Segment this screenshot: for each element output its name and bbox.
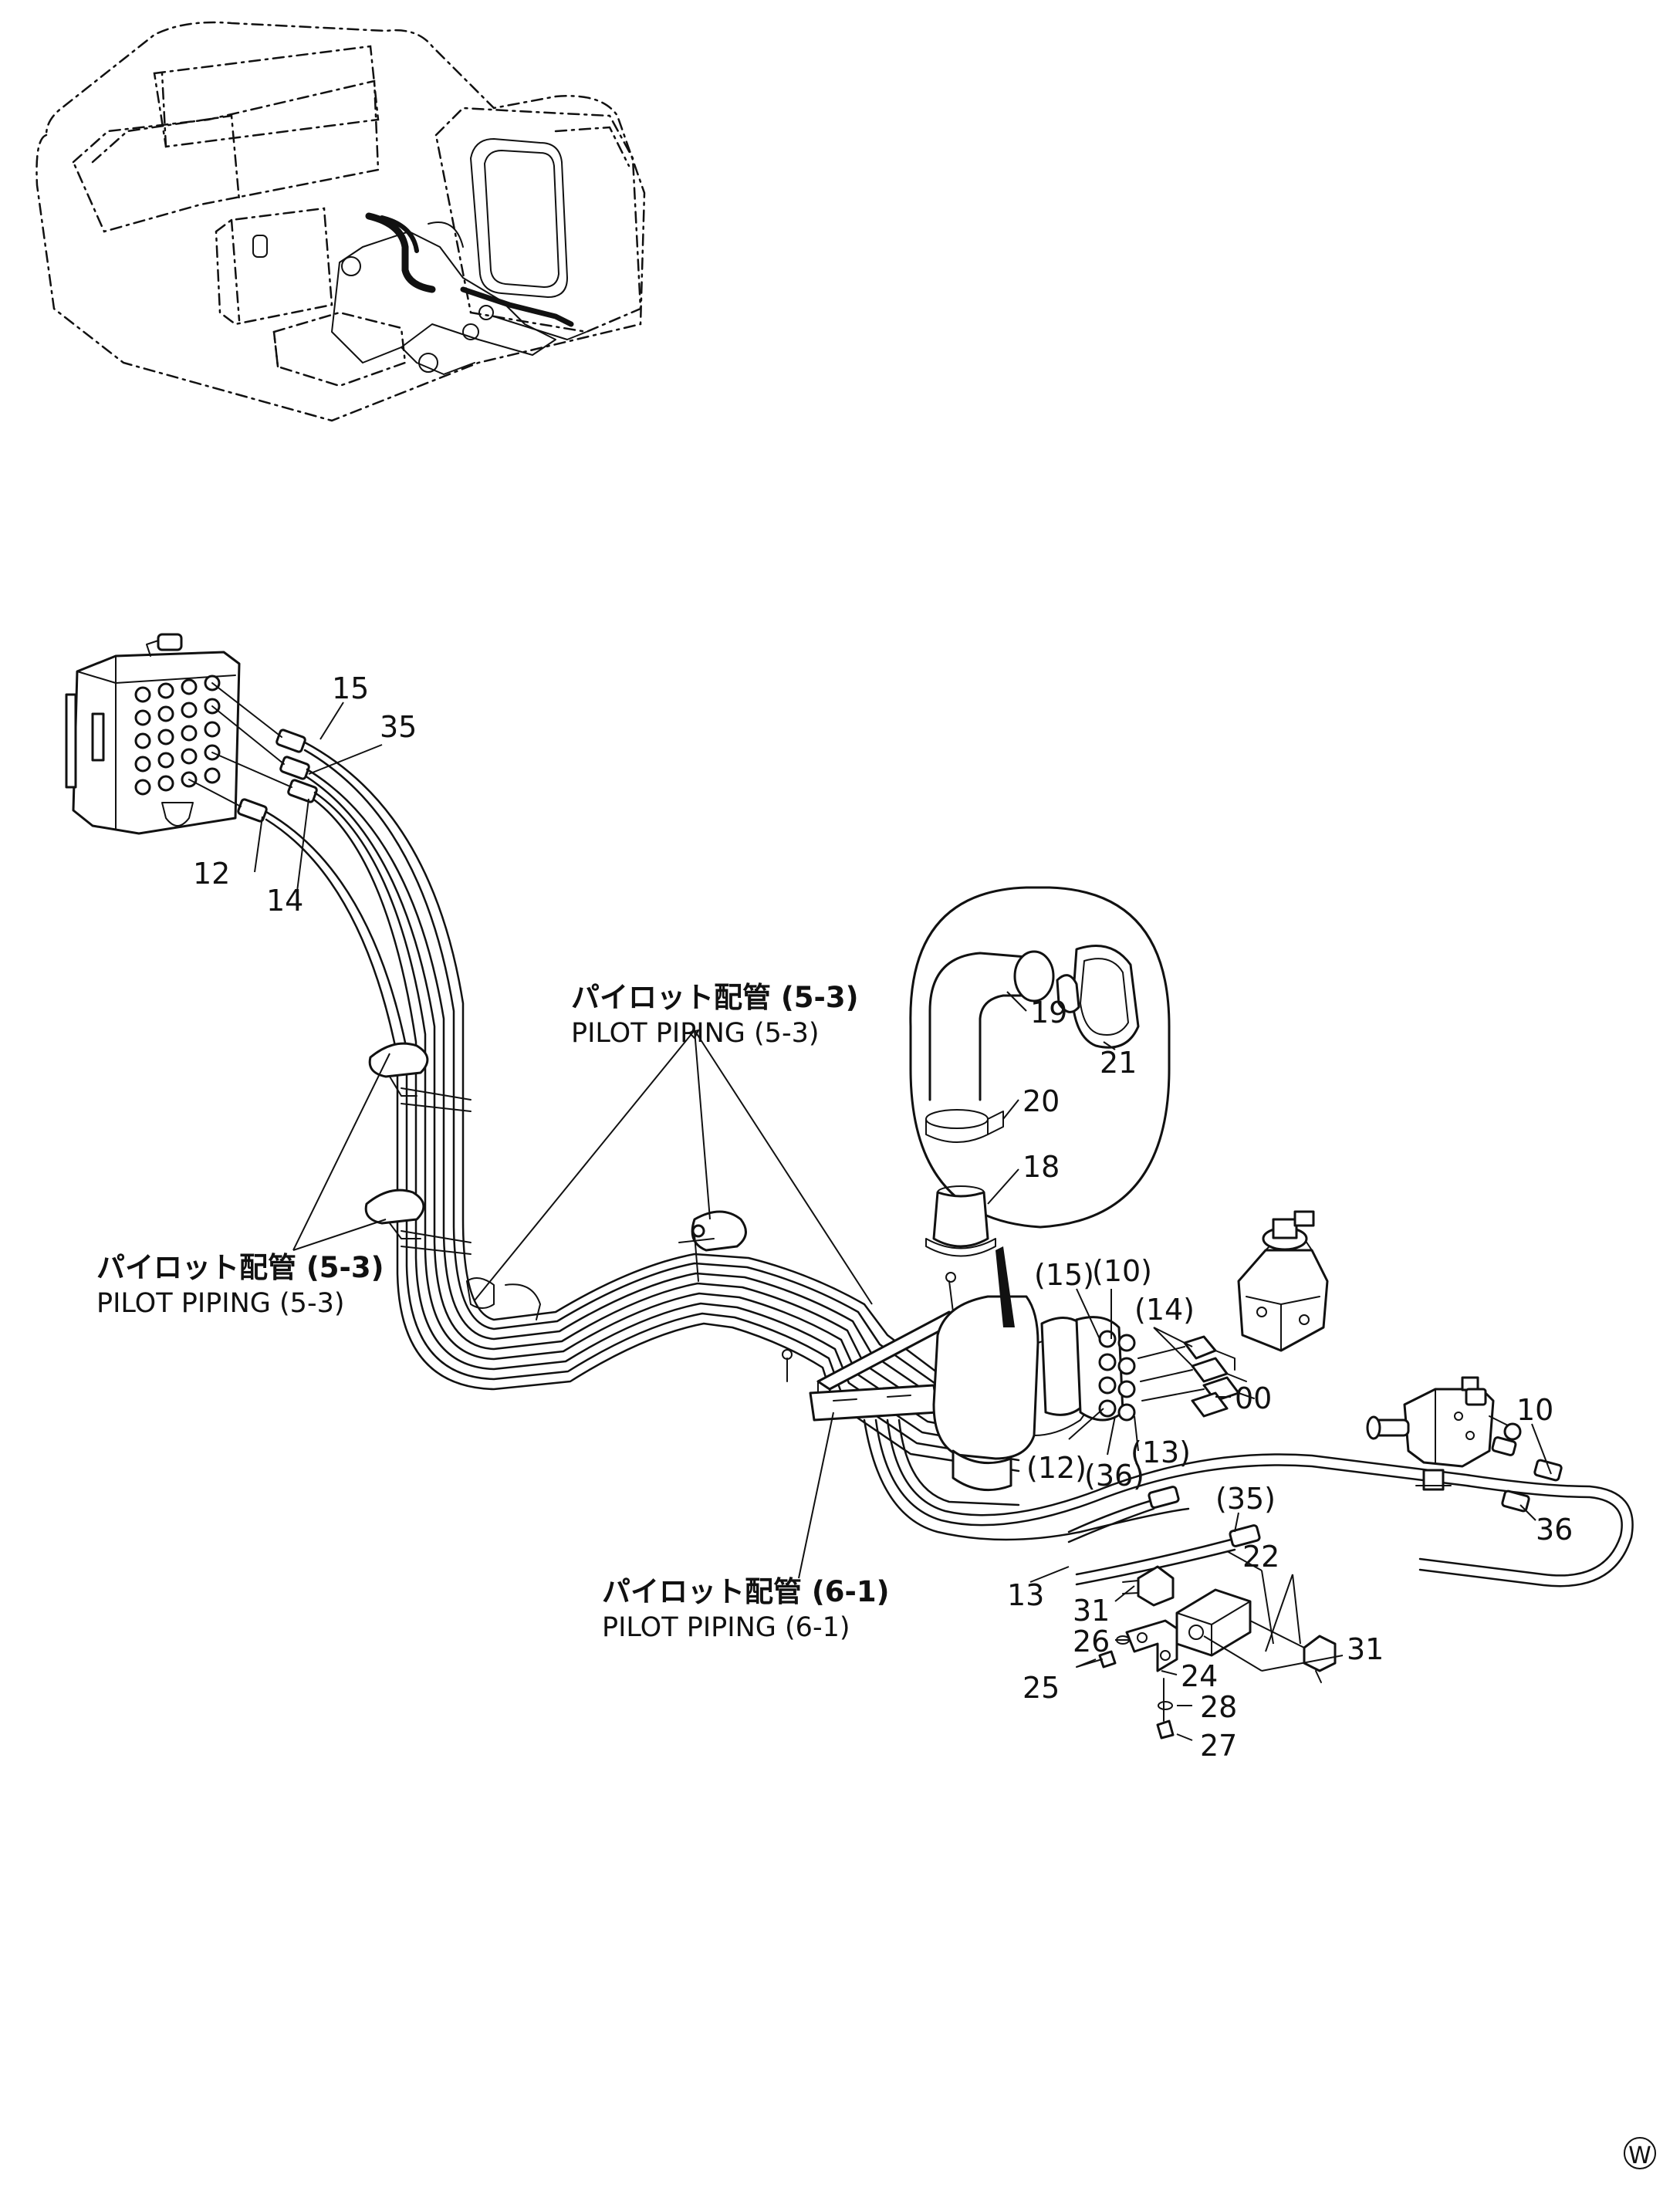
callout-p15: (15): [1034, 1258, 1094, 1292]
callout-21: 21: [1100, 1046, 1137, 1080]
travel-motor: [1237, 1210, 1329, 1352]
machine-overview: [35, 21, 646, 422]
corner-mark-letter: W: [1628, 2142, 1651, 2169]
valve-fittings: [134, 675, 221, 796]
ref-pilot-piping-6-1-jp: パイロット配管 (6-1): [602, 1575, 890, 1608]
callout-31-right: 31: [1347, 1632, 1384, 1666]
callout-p14: (14): [1134, 1293, 1195, 1327]
callout-p35: (35): [1215, 1482, 1276, 1516]
callout-31-left: 31: [1073, 1594, 1110, 1628]
hose-bundle: [265, 741, 1634, 1587]
callout-13: 13: [1007, 1578, 1044, 1612]
callout-19: 19: [1030, 996, 1067, 1030]
callout-p10: (10): [1092, 1254, 1152, 1288]
ref-pilot-piping-6-1-en: PILOT PIPING (6-1): [602, 1612, 850, 1643]
callout-27: 27: [1200, 1729, 1237, 1763]
reference-captions: パイロット配管 (5-3) PILOT PIPING (5-3) パイロット配管…: [96, 981, 890, 1643]
callout-p13: (13): [1131, 1435, 1191, 1469]
callout-24: 24: [1181, 1659, 1218, 1693]
pilot-elbow-fittings: [1137, 1335, 1255, 1418]
callout-p36: (36): [1084, 1459, 1144, 1493]
callout-12: 12: [193, 857, 230, 891]
leader-lines: [254, 702, 1552, 1741]
ref-pilot-piping-5-3-en-left: PILOT PIPING (5-3): [96, 1288, 345, 1319]
corner-mark: W: [1624, 2137, 1656, 2169]
callout-26: 26: [1073, 1625, 1110, 1658]
callout-00: 00: [1235, 1381, 1272, 1415]
ref-pilot-piping-5-3-jp-left: パイロット配管 (5-3): [96, 1251, 384, 1284]
callout-15: 15: [332, 671, 369, 705]
callout-labels: 15 35 12 14 19 21 20 18 (15) (10) (14) 0…: [193, 671, 1573, 1763]
callout-25: 25: [1023, 1671, 1060, 1705]
callout-10: 10: [1516, 1393, 1553, 1427]
pilot-pump-block: [1366, 1376, 1563, 1513]
ref-pilot-piping-5-3-en-top: PILOT PIPING (5-3): [571, 1018, 820, 1049]
corner-mark-circle: [1624, 2137, 1656, 2169]
callout-20: 20: [1023, 1084, 1060, 1118]
elbow-assembly: [932, 1295, 1255, 1492]
callout-14: 14: [266, 884, 303, 918]
control-valve-block: [65, 633, 318, 835]
lower-fittings: [1067, 1486, 1337, 1740]
callout-35: 35: [380, 710, 417, 744]
callout-18: 18: [1023, 1150, 1060, 1184]
callout-p12: (12): [1026, 1451, 1087, 1485]
ref-pilot-piping-5-3-jp-top: パイロット配管 (5-3): [571, 981, 859, 1014]
callout-22: 22: [1242, 1540, 1279, 1574]
callout-36: 36: [1536, 1513, 1573, 1547]
callout-28: 28: [1200, 1690, 1237, 1724]
